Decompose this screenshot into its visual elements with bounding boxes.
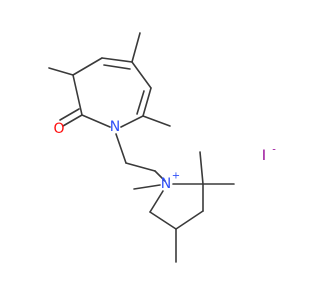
bond-c4-c5-pyr xyxy=(149,211,177,230)
bond-c6-c7-double xyxy=(142,87,152,117)
structure-canvas: O N N + I - xyxy=(48,32,277,263)
bond-c5-c6 xyxy=(131,61,152,89)
bond-c7-methyl xyxy=(142,115,171,127)
molecule-structure: O N N + I - xyxy=(48,32,276,263)
bond-c3-methyl xyxy=(48,67,74,76)
bond-c6-c7-double-inner xyxy=(136,90,145,115)
bond-ch2-ch2 xyxy=(125,162,156,172)
bond-c7-n1 xyxy=(120,115,144,128)
oxygen-atom-label: O xyxy=(53,121,64,137)
bond-c3-c4 xyxy=(72,57,103,76)
bond-n1-c2 xyxy=(81,114,111,128)
bond-n-methyl xyxy=(133,184,161,190)
bond-c4-c5-double-inner xyxy=(103,64,131,70)
ring-nitrogen-atom-label: N xyxy=(110,119,120,135)
bond-c2-o-double-inner xyxy=(59,108,80,121)
bond-c2-c3 xyxy=(72,74,83,116)
bond-c2-methyl-up xyxy=(199,151,204,185)
bond-c3-c4-pyr xyxy=(175,210,204,230)
iodide-ion-charge: - xyxy=(272,145,276,156)
bond-n1-ch2 xyxy=(115,133,127,164)
bond-c2-o-double xyxy=(62,114,83,127)
bond-c5-methyl xyxy=(131,32,141,63)
bond-c4-c5-double xyxy=(101,57,133,63)
quaternary-nitrogen-charge: + xyxy=(172,171,180,182)
iodide-ion-label: I xyxy=(262,148,266,164)
bond-ch2-n-plus xyxy=(154,170,166,182)
bond-c5-n-plus xyxy=(149,190,164,213)
quaternary-nitrogen-atom-label: N xyxy=(161,176,171,192)
